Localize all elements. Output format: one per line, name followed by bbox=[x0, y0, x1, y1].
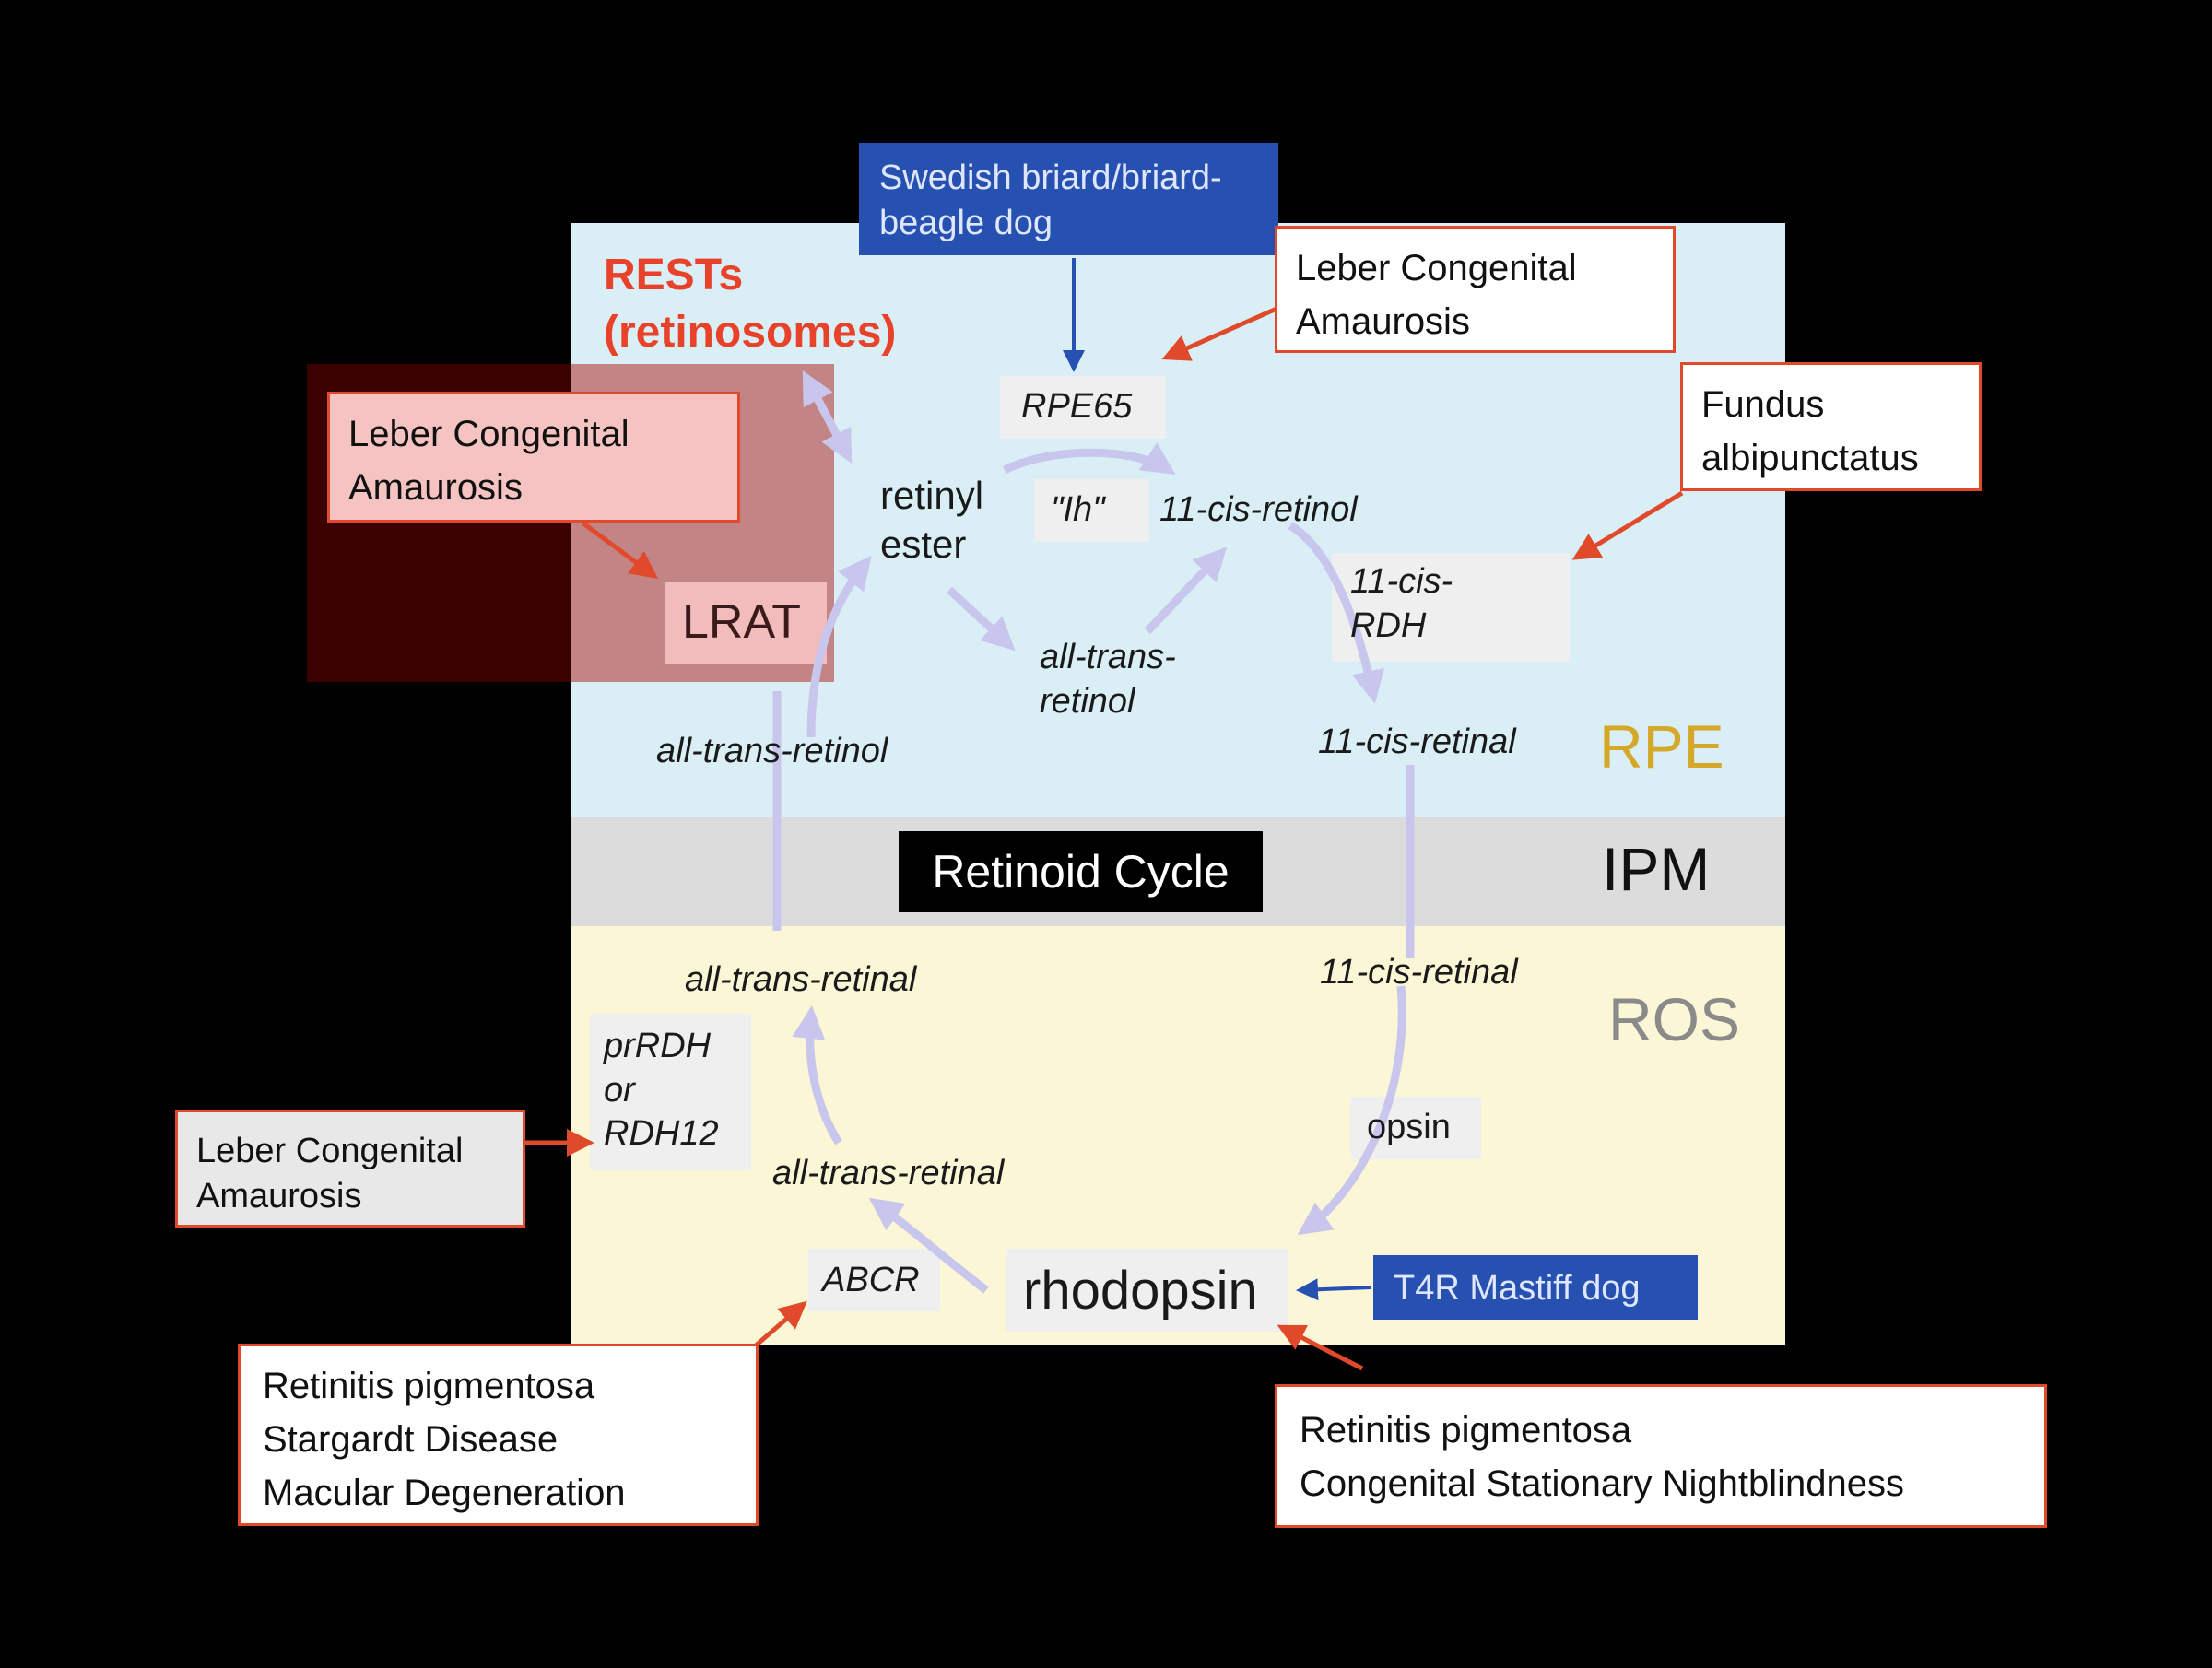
all-trans-retinol-inner-label: all-trans- retinol bbox=[1040, 636, 1176, 723]
retinyl-ester-line2: ester bbox=[880, 522, 967, 566]
rhodopsin-label: rhodopsin bbox=[1023, 1261, 1258, 1321]
t4r-mastiff-box: T4R Mastiff dog bbox=[1373, 1255, 1698, 1320]
abcr-chip bbox=[808, 1249, 940, 1311]
abcr-label: ABCR bbox=[822, 1261, 920, 1299]
diagram-title: Retinoid Cycle bbox=[899, 831, 1263, 912]
rests-label-line2: (retinosomes) bbox=[604, 308, 897, 358]
prrdh-line2: or bbox=[604, 1070, 635, 1110]
cycle-arrow-retinol-to-ester bbox=[806, 555, 872, 738]
prrdh-line1: prRDH bbox=[604, 1027, 712, 1065]
model-arrow-mastiff bbox=[1296, 1278, 1372, 1301]
rests-label: RESTs (retinosomes) bbox=[604, 247, 896, 362]
all-trans-retinol-inner-line1: all-trans- bbox=[1040, 638, 1176, 676]
abcr-diseases-box: Retinitis pigmentosa Stargardt Disease M… bbox=[238, 1344, 759, 1526]
lca-rpe65-line2: Amaurosis bbox=[1296, 301, 1470, 342]
lca-lrat-line2: Amaurosis bbox=[348, 467, 523, 508]
prrdh-chip bbox=[590, 1014, 751, 1170]
fundus-line2: albipunctatus bbox=[1701, 438, 1919, 478]
cis-rdh-line1: 11-cis- bbox=[1350, 562, 1453, 601]
cis-retinol-label: 11-cis-retinol bbox=[1159, 490, 1358, 529]
abcr-disease-2: Stargardt Disease bbox=[263, 1419, 559, 1460]
all-trans-retinal-mid-label: all-trans-retinal bbox=[772, 1154, 1005, 1192]
cycle-arrow-retinal-up bbox=[792, 1005, 842, 1145]
lca-rdh12-line1: Leber Congenital bbox=[196, 1132, 464, 1170]
prrdh-line3: RDH12 bbox=[604, 1114, 719, 1153]
all-trans-retinal-top-label: all-trans-retinal bbox=[685, 960, 917, 999]
abcr-disease-1: Retinitis pigmentosa bbox=[263, 1366, 595, 1406]
lca-lrat-line1: Leber Congenital bbox=[348, 414, 629, 454]
ih-chip bbox=[1034, 479, 1149, 542]
cis-retinal-rpe-label: 11-cis-retinal bbox=[1318, 722, 1516, 761]
disease-arrow-fundus bbox=[1571, 490, 1684, 560]
ipm-label: IPM bbox=[1602, 835, 1711, 903]
lca-rdh12-box: Leber Congenital Amaurosis bbox=[175, 1110, 525, 1228]
cycle-arrow-to-rhodopsin bbox=[1297, 985, 1406, 1236]
cycle-arrow-ester-to-alltrans bbox=[946, 586, 1016, 652]
lca-lrat-box: Leber Congenital Amaurosis bbox=[327, 392, 740, 523]
retinyl-ester-line1: retinyl bbox=[880, 474, 984, 517]
rhodopsin-chip bbox=[1006, 1249, 1288, 1332]
opsin-label: opsin bbox=[1367, 1108, 1451, 1146]
lrat-label: LRAT bbox=[682, 595, 802, 649]
cis-rdh-label: 11-cis- RDH bbox=[1350, 560, 1453, 648]
fundus-line1: Fundus bbox=[1701, 384, 1825, 425]
cycle-arrow-rhodopsin-to-retinal bbox=[868, 1197, 989, 1294]
all-trans-retinol-inner-line2: retinol bbox=[1040, 681, 1135, 721]
prrdh-label: prRDH or RDH12 bbox=[604, 1025, 719, 1157]
rhodopsin-diseases-box: Retinitis pigmentosa Congenital Stationa… bbox=[1275, 1384, 2047, 1528]
lca-rpe65-line1: Leber Congenital bbox=[1296, 248, 1577, 288]
disease-arrow-abcr bbox=[754, 1300, 807, 1347]
cycle-arrow-cis-to-rdh bbox=[1288, 522, 1385, 704]
rpe65-chip bbox=[1000, 376, 1166, 439]
cycle-arrow-ester-to-cis bbox=[1002, 442, 1176, 475]
lca-rdh12-line2: Amaurosis bbox=[196, 1177, 362, 1216]
fundus-box: Fundus albipunctatus bbox=[1680, 362, 1982, 491]
ih-label: "Ih" bbox=[1051, 490, 1105, 529]
disease-arrow-rpe65 bbox=[1161, 306, 1278, 361]
rpe65-label: RPE65 bbox=[1021, 387, 1133, 426]
swedish-briard-box: Swedish briard/briard- beagle dog bbox=[859, 143, 1278, 255]
rhodopsin-disease-2: Congenital Stationary Nightblindness bbox=[1300, 1463, 1904, 1504]
rpe-label: RPE bbox=[1599, 712, 1724, 781]
rhodopsin-disease-1: Retinitis pigmentosa bbox=[1300, 1410, 1632, 1451]
cis-rdh-chip bbox=[1332, 553, 1570, 662]
cis-retinal-ros-label: 11-cis-retinal bbox=[1320, 953, 1518, 992]
retinyl-ester-label: retinyl ester bbox=[880, 472, 983, 569]
cycle-arrow-alltrans-to-cis bbox=[1144, 546, 1228, 635]
ros-label: ROS bbox=[1608, 985, 1741, 1053]
cycle-arrow-rests bbox=[802, 370, 853, 464]
abcr-disease-3: Macular Degeneration bbox=[263, 1473, 626, 1513]
disease-arrow-rhodopsin bbox=[1277, 1324, 1364, 1371]
all-trans-retinol-rpe-label: all-trans-retinol bbox=[656, 732, 888, 770]
lrat-chip bbox=[665, 582, 827, 664]
disease-arrow-lrat bbox=[582, 521, 659, 579]
lca-rpe65-box: Leber Congenital Amaurosis bbox=[1275, 226, 1676, 353]
rests-label-line1: RESTs bbox=[604, 251, 744, 300]
cis-rdh-line2: RDH bbox=[1350, 605, 1427, 645]
